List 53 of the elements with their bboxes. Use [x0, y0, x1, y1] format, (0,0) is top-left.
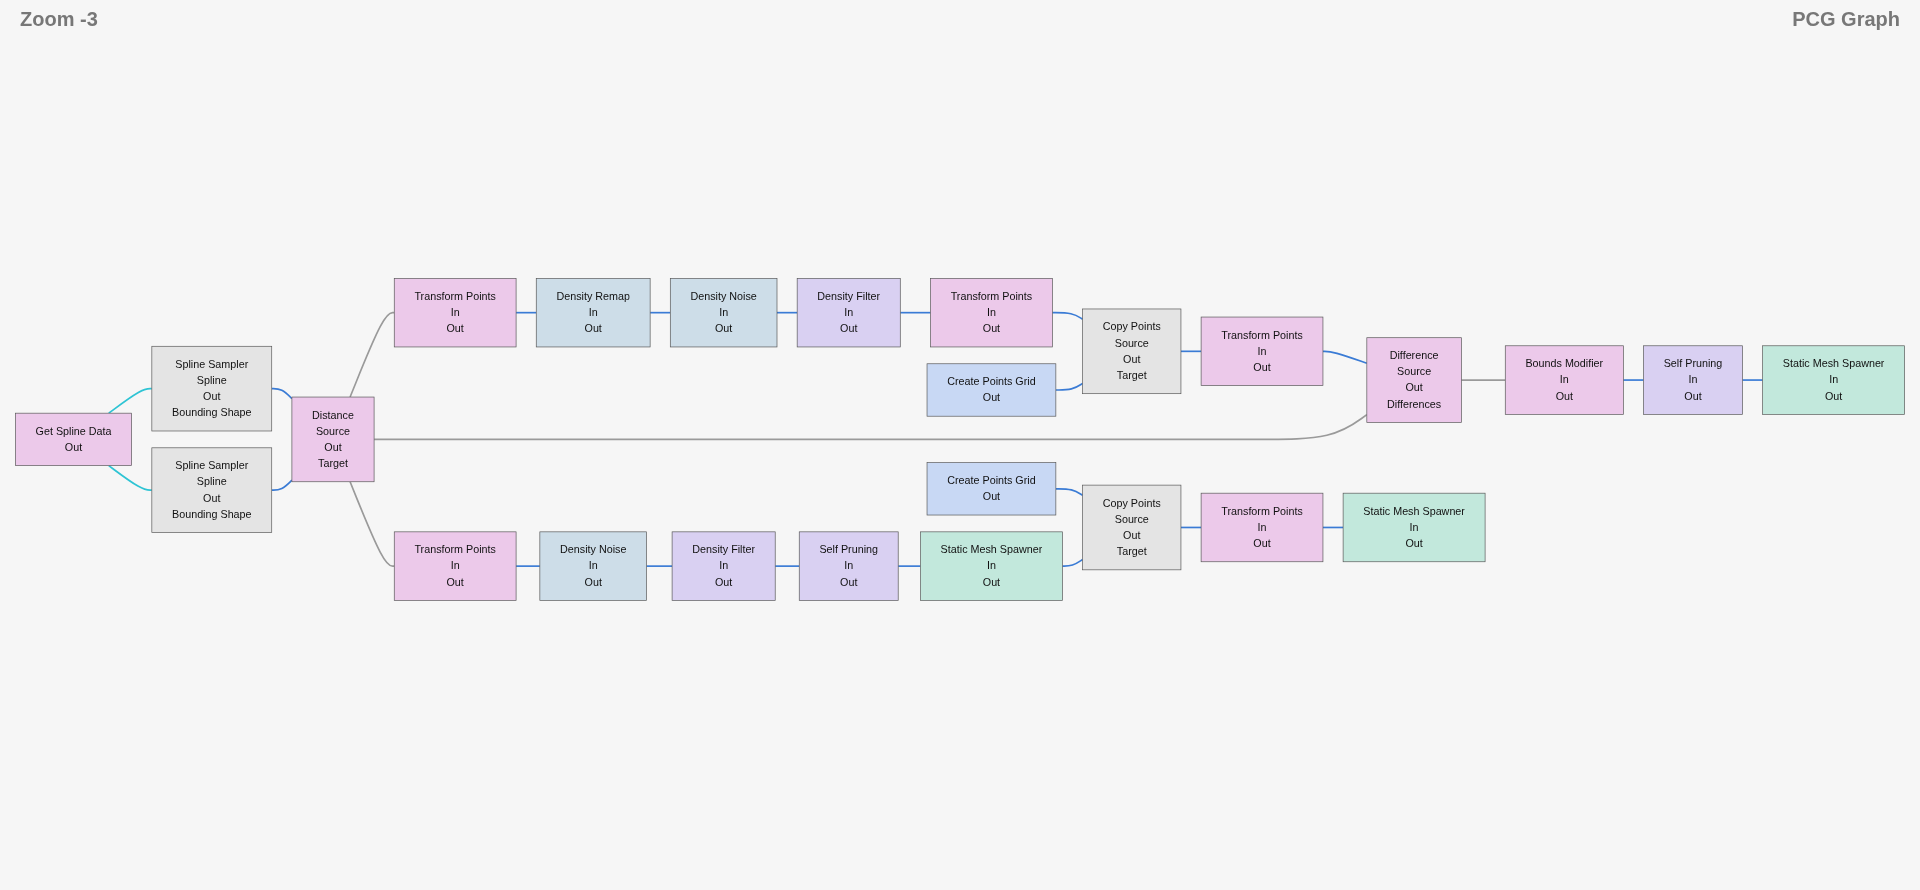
connector [515, 311, 538, 314]
node-box: Static Mesh Spawner In Out [920, 531, 1063, 601]
node-box: Self Pruning In Out [798, 531, 899, 601]
connector [1180, 526, 1202, 528]
connector [1460, 378, 1507, 381]
node-box: Transform Points In Out [1200, 316, 1324, 386]
zoom-level-text: Zoom -3 [20, 8, 98, 31]
node-box: Transform Points In Out [393, 277, 517, 347]
connector [1055, 382, 1084, 391]
connector [515, 564, 541, 567]
connector [1055, 487, 1084, 496]
graph-name-text: PCG Graph [1792, 8, 1900, 31]
node-box: Difference Source Out Differences [1366, 336, 1462, 423]
connector [1622, 378, 1645, 381]
connector [645, 564, 673, 567]
node-box: Density Filter In Out [796, 277, 901, 347]
connector [270, 478, 293, 491]
node-box: Get Spline Data Out [15, 412, 132, 466]
node-box: Spline Sampler Spline Out Bounding Shape [151, 345, 273, 431]
connector [1061, 558, 1084, 567]
connector [349, 311, 396, 398]
connector [270, 387, 293, 400]
node-box: Static Mesh Spawner In Out [1342, 492, 1486, 562]
node-box: Static Mesh Spawner In Out [1762, 345, 1905, 415]
node-box: Create Points Grid Out [926, 461, 1057, 515]
node-box: Density Remap In Out [535, 277, 651, 347]
connector [899, 311, 932, 314]
node-box: Bounds Modifier In Out [1504, 345, 1624, 415]
connector [1322, 526, 1344, 528]
node-box: Distance Source Out Target [291, 396, 375, 482]
node-box: Density Noise In Out [669, 277, 778, 347]
connector [1180, 350, 1202, 352]
connector [107, 387, 153, 414]
node-box: Transform Points In Out [1200, 492, 1324, 562]
connector [373, 413, 1368, 440]
node-box: Copy Points Source Out Target [1082, 484, 1182, 570]
node-box: Density Filter In Out [671, 531, 776, 601]
connector [649, 311, 672, 314]
connector [774, 564, 801, 567]
connector [349, 480, 396, 567]
node-box: Density Noise In Out [539, 531, 647, 601]
connector [1051, 311, 1084, 320]
node-box: Spline Sampler Spline Out Bounding Shape [151, 447, 273, 533]
connector [897, 564, 922, 567]
node-box: Transform Points In Out [930, 277, 1053, 347]
node-box: Copy Points Source Out Target [1082, 308, 1182, 394]
node-box: Create Points Grid Out [926, 363, 1057, 417]
node-box: Self Pruning In Out [1643, 345, 1743, 415]
connector [107, 464, 153, 491]
connector [1322, 350, 1368, 364]
connector [1741, 378, 1764, 381]
connector [776, 311, 798, 314]
node-box: Transform Points In Out [393, 531, 517, 601]
